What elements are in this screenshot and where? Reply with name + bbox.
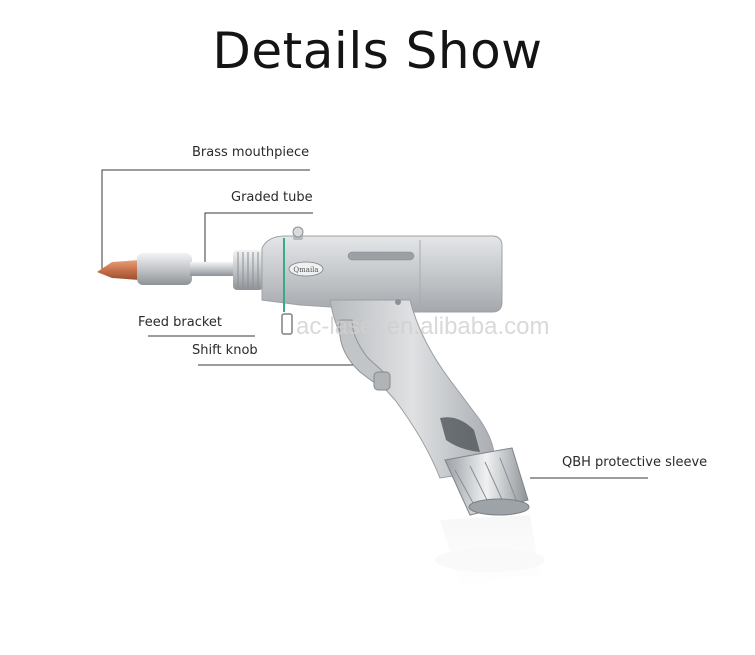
top-slot: [347, 251, 415, 261]
gun-reflection: [435, 515, 545, 585]
brass-tip: [97, 260, 140, 280]
leader-lines: [101, 169, 648, 479]
knurled-connector: [233, 250, 263, 290]
label-qbh-sleeve: QBH protective sleeve: [562, 455, 708, 470]
logo-oval: [288, 261, 324, 277]
grip-window: [440, 417, 480, 452]
label-graded-tube: Graded tube: [231, 190, 313, 205]
label-brass-mouthpiece: Brass mouthpiece: [192, 145, 310, 160]
leader-graded: [204, 212, 313, 262]
shift-knob: [373, 371, 391, 391]
page-title: Details Show: [212, 22, 543, 80]
graded-tube: [190, 262, 235, 276]
gun-head: [261, 235, 503, 313]
feed-bracket: [281, 313, 293, 335]
label-feed-bracket: Feed bracket: [138, 315, 223, 330]
logo-text: Qmaila: [293, 266, 318, 274]
leader-brass: [101, 169, 310, 270]
qbh-sleeve-shape: [444, 447, 530, 516]
nozzle-sleeve: [137, 253, 192, 285]
watermark: ac-laser.en.alibaba.com: [296, 313, 550, 340]
label-shift-knob: Shift knob: [192, 343, 258, 358]
